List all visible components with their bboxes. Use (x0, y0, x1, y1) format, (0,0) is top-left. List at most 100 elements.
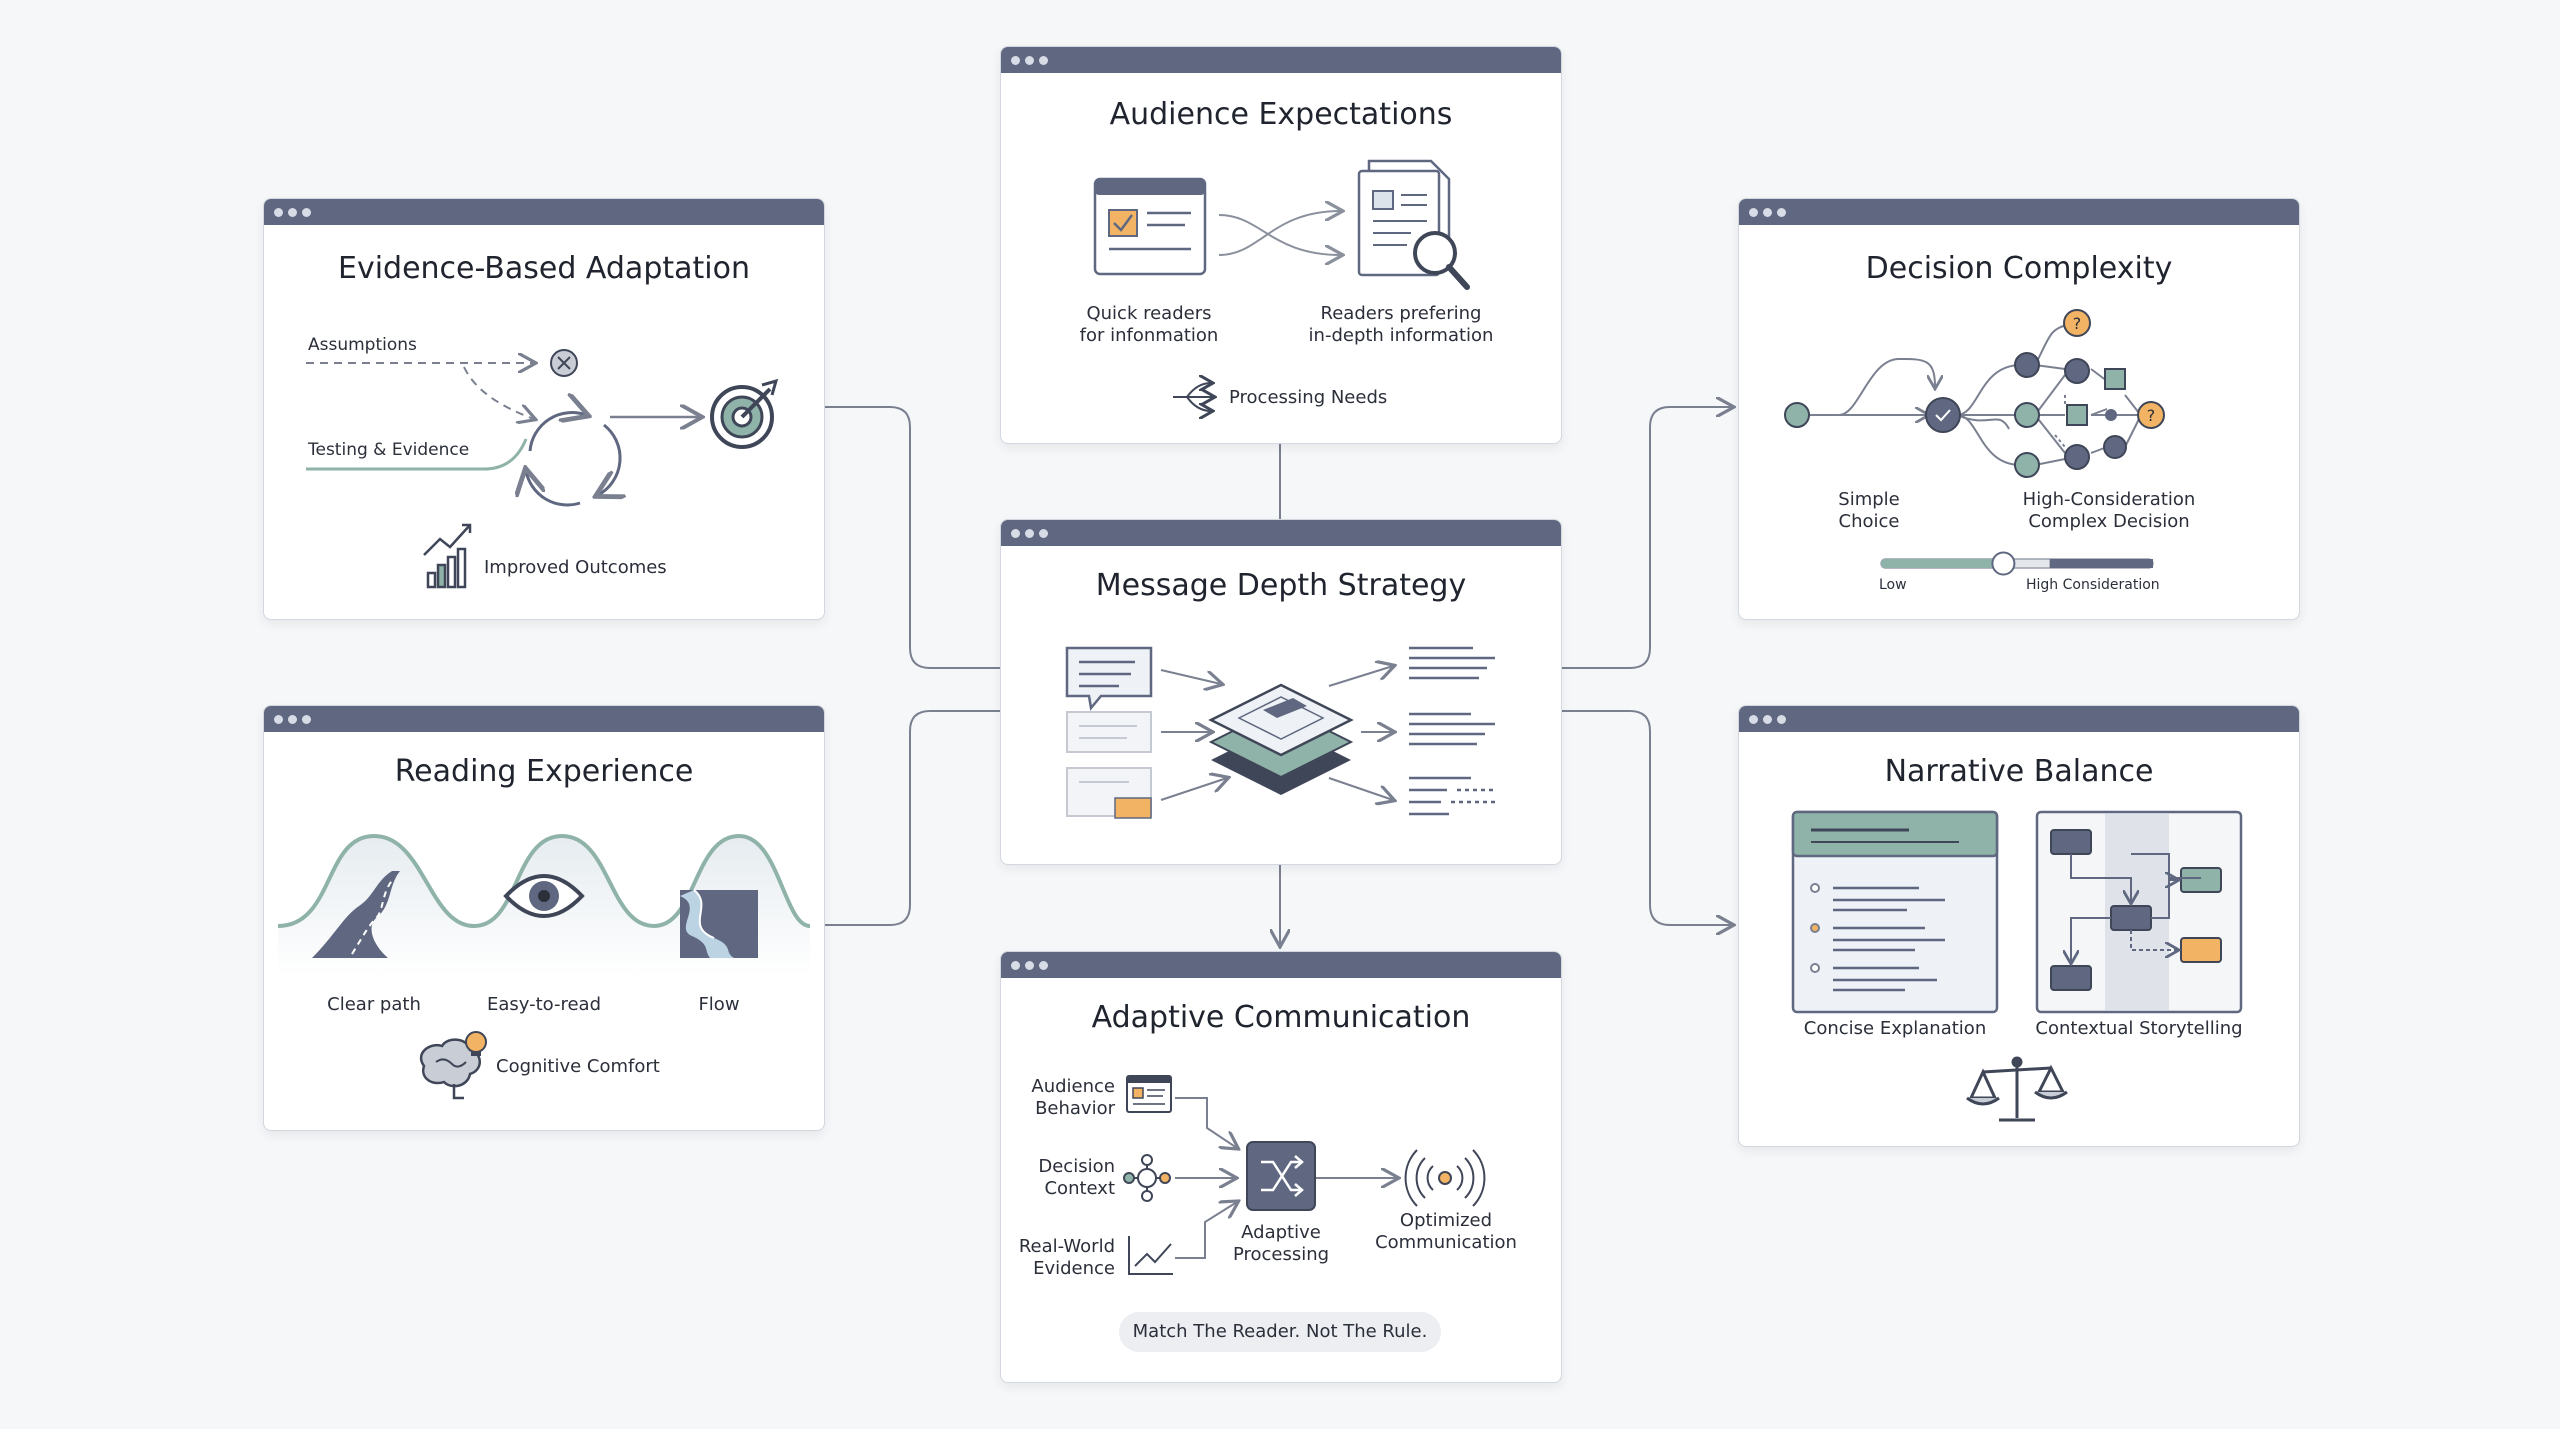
window-dot (302, 208, 311, 217)
reading-wave-illustration (277, 833, 811, 1100)
window-dot (1749, 715, 1758, 724)
connector-evidence (825, 406, 1000, 669)
testing-evidence-label: Testing & Evidence (308, 440, 470, 460)
stacked-layers-icon (1208, 683, 1354, 795)
improved-outcomes-label: Improved Outcomes (484, 557, 667, 578)
growth-chart-icon (423, 523, 472, 589)
assumptions-label: Assumptions (308, 335, 417, 355)
card-title: Reading Experience (394, 754, 694, 789)
input-arrows (1160, 669, 1227, 801)
window-titlebar (1001, 520, 1561, 546)
decision-paths (1797, 324, 2140, 466)
window-titlebar (1001, 47, 1561, 73)
adaptive-processing-label: Adaptive Processing (1232, 1222, 1330, 1265)
reader-types-illustration (1093, 159, 1470, 443)
tagline-pill: Match The Reader. Not The Rule. (1119, 1312, 1441, 1352)
concise-explanation-panel (1791, 810, 1999, 1014)
adaptive-flow-illustration (1123, 1075, 1486, 1275)
broadcast-signal-icon (1404, 1149, 1486, 1207)
narrative-balance-card: Narrative Balance (1738, 705, 2300, 1147)
decision-complexity-card: Decision Complexity (1738, 198, 2300, 620)
branch-arrows-icon (1173, 383, 1213, 411)
reading-experience-card: Reading Experience (263, 705, 825, 1131)
real-world-evidence-label: Real-World Evidence (1018, 1236, 1115, 1279)
checkpoint-node (1925, 397, 1961, 433)
start-node (1784, 402, 1810, 428)
branch-node (2064, 358, 2090, 384)
wave-line (277, 833, 811, 929)
river-flow-icon (680, 889, 758, 958)
window-dot (1763, 208, 1772, 217)
shuffle-processor-icon (1246, 1141, 1316, 1211)
simple-choice-label: Simple Choice (1838, 489, 1900, 532)
concise-explanation-label: Concise Explanation (1803, 1018, 1987, 1039)
branch-node (2014, 452, 2040, 478)
checklist-window-icon (1126, 1075, 1172, 1113)
contextual-storytelling-panel (2035, 810, 2243, 1014)
window-titlebar (1739, 706, 2299, 732)
window-titlebar (264, 706, 824, 732)
card-title: Decision Complexity (1865, 251, 2173, 286)
window-titlebar (1001, 952, 1561, 978)
evidence-based-adaptation-card: Evidence-Based Adaptation (263, 198, 825, 620)
browser-checklist-icon (1093, 177, 1207, 276)
window-dot (1039, 529, 1048, 538)
document-magnifier-icon (1357, 159, 1470, 290)
high-consideration-label: High Consideration (2026, 577, 2160, 593)
eye-icon (503, 874, 585, 918)
message-layering-illustration (1065, 646, 1495, 819)
branch-node (2014, 352, 2040, 378)
window-dot (1011, 56, 1020, 65)
processing-needs-label: Processing Needs (1229, 387, 1388, 408)
easy-to-read-label: Easy-to-read (486, 994, 602, 1015)
winding-road-icon (312, 871, 400, 958)
brain-lightbulb-icon (419, 1031, 487, 1100)
message-depth-strategy-card: Message Depth Strategy (1000, 519, 1562, 865)
decision-tree-illustration: ? ? (1784, 309, 2165, 576)
feedback-cycle-icon (526, 413, 620, 507)
output-arrows (1328, 666, 1393, 800)
optimized-communication-label: Optimized Communication (1375, 1210, 1517, 1253)
branch-node (2103, 435, 2127, 459)
branch-node (2014, 402, 2040, 428)
connector-reading (825, 710, 1000, 926)
adaptive-communication-card: Adaptive Communication (1000, 951, 1562, 1383)
consideration-slider (1880, 551, 2154, 576)
decision-context-label: Decision Context (1038, 1156, 1115, 1199)
window-dot (1039, 56, 1048, 65)
window-dot (302, 715, 311, 724)
audience-behavior-label: Audience Behavior (1031, 1076, 1115, 1119)
window-dot (1011, 529, 1020, 538)
card-title: Message Depth Strategy (1095, 568, 1467, 603)
text-card-icon (1066, 711, 1152, 753)
balance-scale-icon (1966, 1056, 2068, 1122)
window-dot (1025, 529, 1034, 538)
trend-chart-icon (1128, 1236, 1173, 1275)
complex-decision-label: High-Consideration Complex Decision (2022, 489, 2196, 532)
flow-label: Flow (698, 994, 740, 1015)
svg-text:?: ? (2147, 406, 2156, 425)
card-title: Narrative Balance (1884, 754, 2154, 789)
window-dot (288, 715, 297, 724)
target-icon (710, 378, 779, 449)
branch-node (2105, 409, 2117, 421)
card-title: Audience Expectations (1109, 97, 1453, 132)
window-dot (1777, 715, 1786, 724)
input-flow-arrows (1175, 1097, 1397, 1259)
network-nodes-icon (1123, 1154, 1171, 1202)
crossing-arrows (1218, 211, 1341, 255)
clear-path-label: Clear path (327, 994, 421, 1015)
connector-decision (1562, 407, 1732, 669)
depth-readers-label: Readers prefering in-depth information (1308, 303, 1494, 346)
contextual-storytelling-label: Contextual Storytelling (2035, 1018, 2243, 1039)
window-dot (1039, 961, 1048, 970)
window-dot (274, 208, 283, 217)
card-title: Adaptive Communication (1091, 1000, 1471, 1035)
low-label: Low (1879, 577, 1907, 593)
window-dot (1025, 56, 1034, 65)
window-dot (274, 715, 283, 724)
assumption-branch-line (463, 366, 534, 419)
audience-expectations-card: Audience Expectations (1000, 46, 1562, 444)
connector-narrative (1562, 710, 1732, 925)
